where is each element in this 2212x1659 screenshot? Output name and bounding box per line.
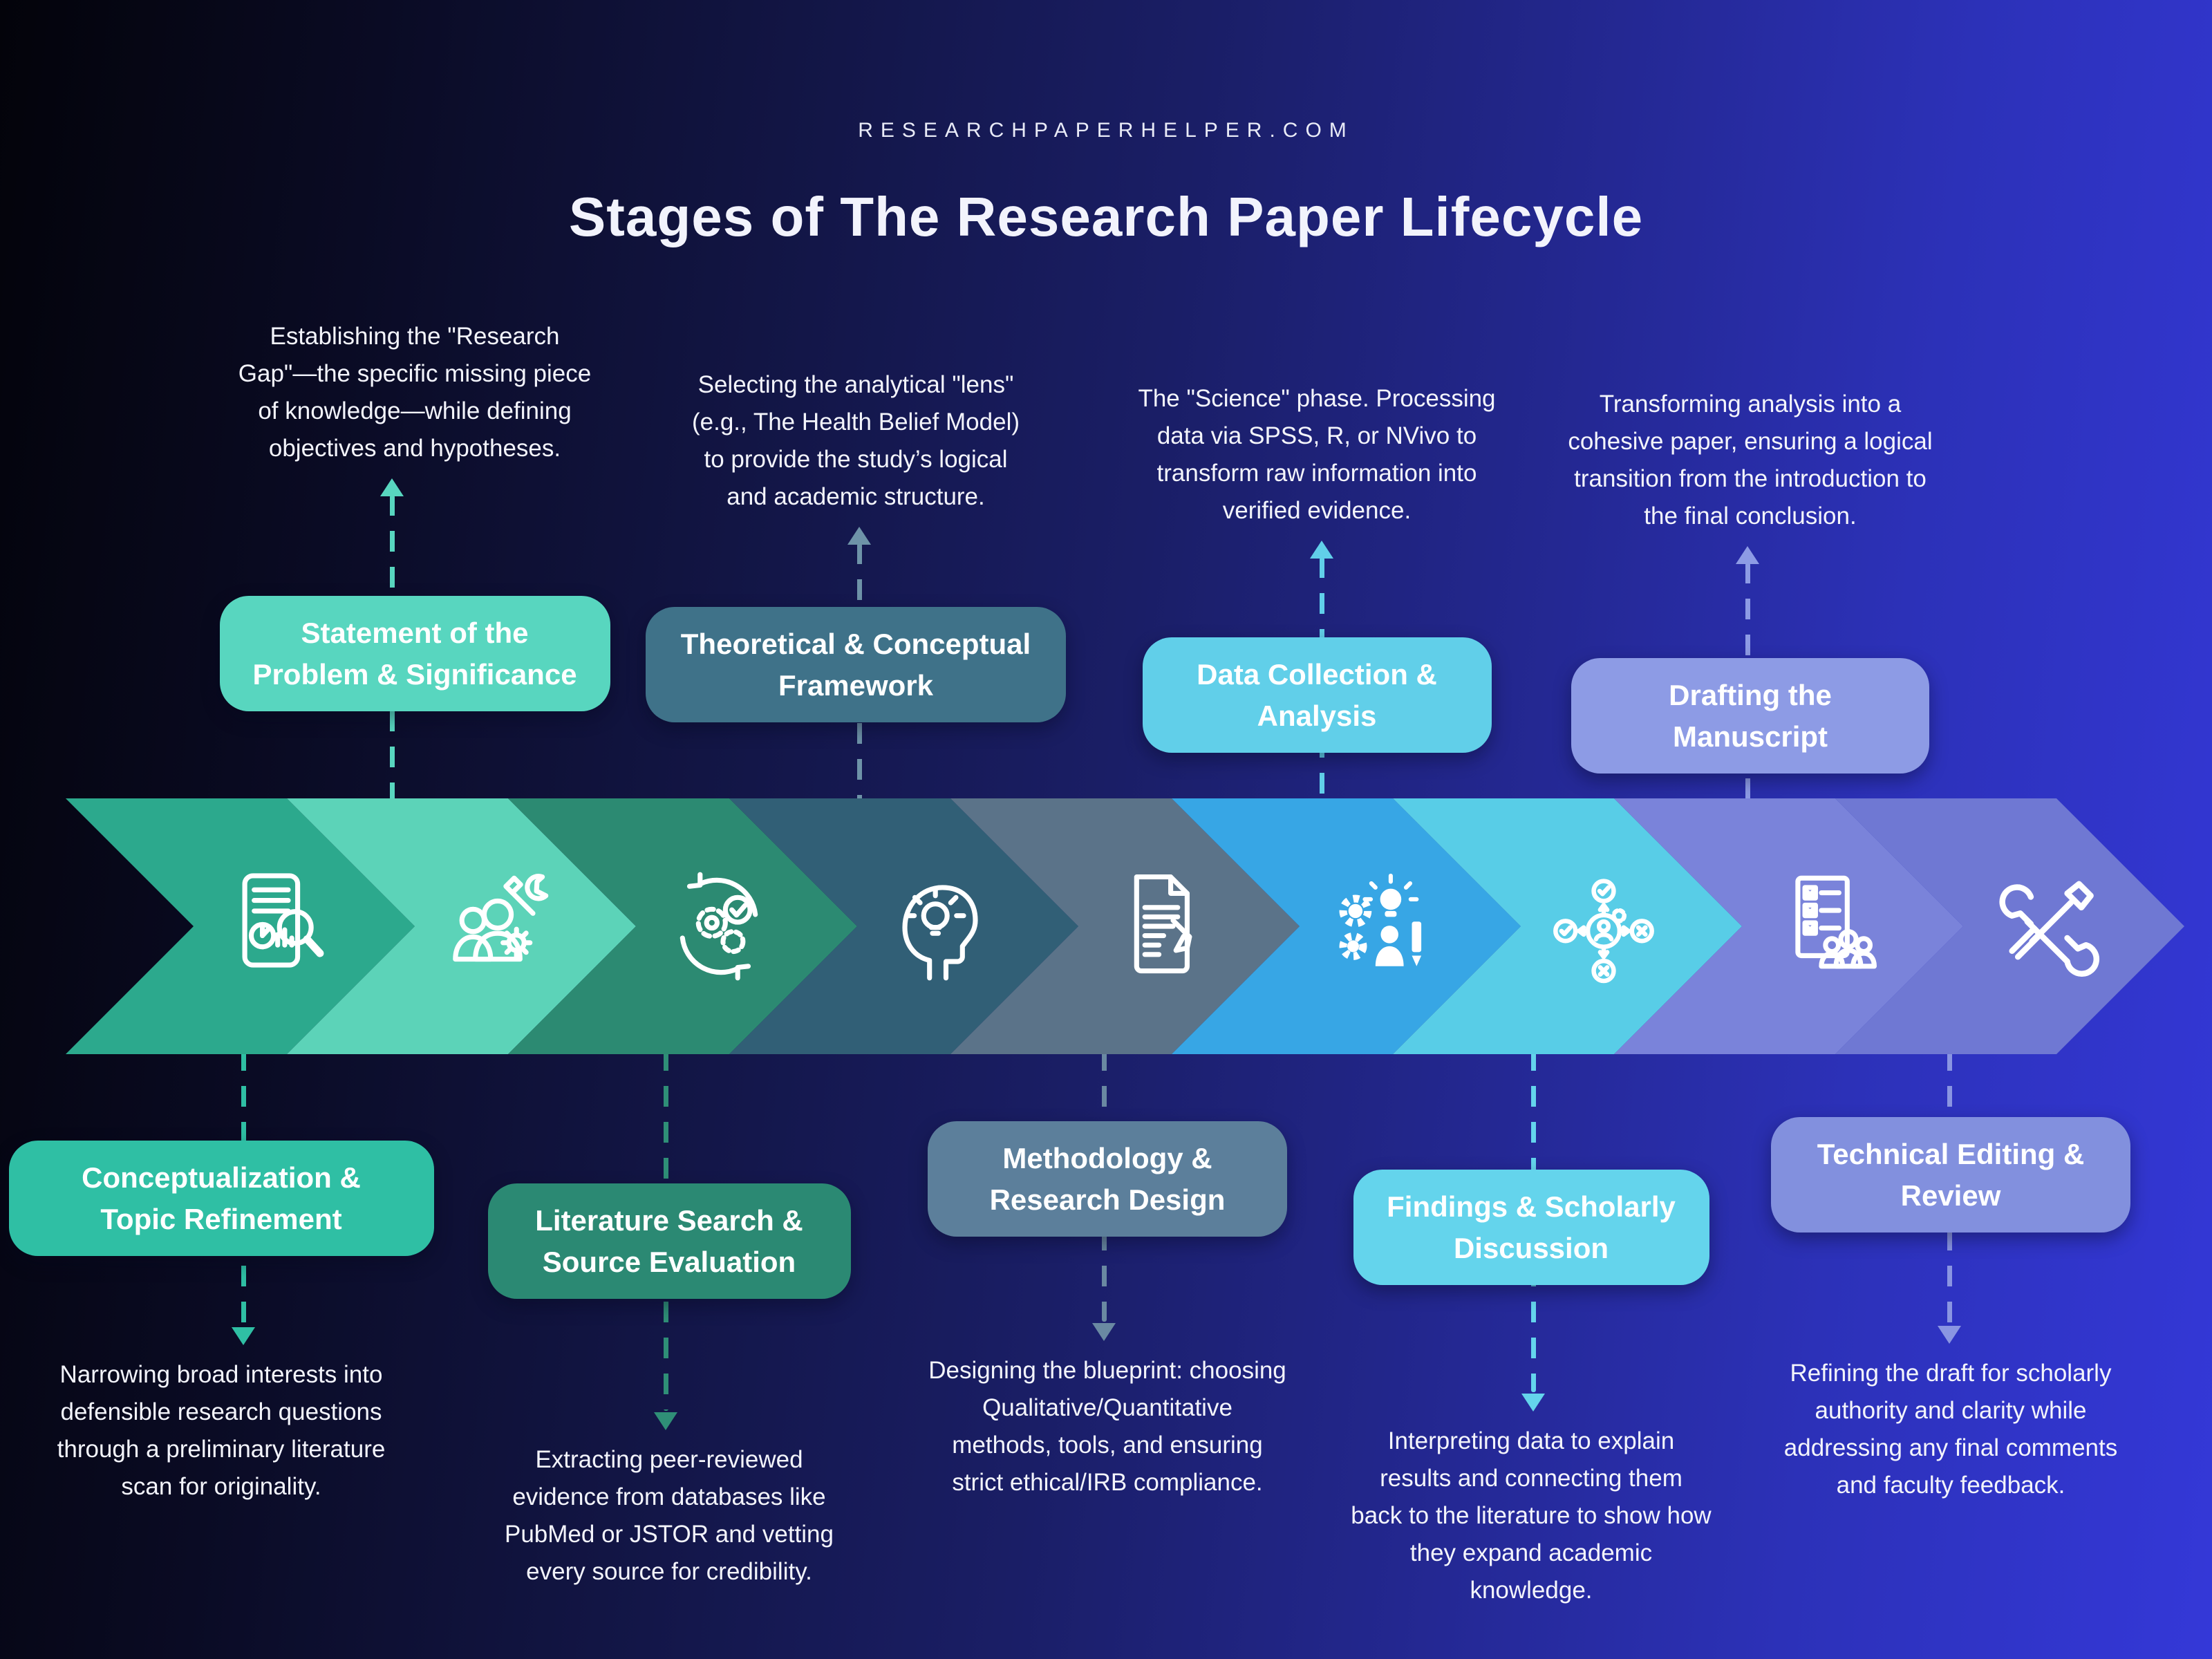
team-collaboration-icon bbox=[439, 868, 556, 985]
stage-pill: Findings & Scholarly Discussion bbox=[1353, 1170, 1709, 1286]
chevron-step-7 bbox=[1393, 798, 1742, 1054]
stage-description: Extracting peer-reviewed evidence from d… bbox=[505, 1446, 834, 1585]
connector-arrow-icon bbox=[1736, 546, 1759, 564]
document-chart-magnifier-icon bbox=[218, 868, 335, 985]
stage-description: Refining the draft for scholarly authori… bbox=[1783, 1360, 2118, 1499]
chevron-step-1 bbox=[66, 798, 415, 1054]
data-analysis-icon bbox=[1324, 868, 1441, 985]
site-name: RESEARCHPAPERHELPER.COM bbox=[858, 119, 1354, 142]
stage-label: Conceptualization & Topic Refinement bbox=[82, 1161, 361, 1235]
chevron-step-5 bbox=[950, 798, 1300, 1054]
decision-network-icon bbox=[1545, 868, 1662, 985]
connector-arrow-icon bbox=[1310, 541, 1333, 559]
stage-pill: Technical Editing & Review bbox=[1771, 1117, 2130, 1233]
stage-label: Literature Search & Source Evaluation bbox=[535, 1204, 803, 1278]
stage-description: Establishing the "Research Gap"—the spec… bbox=[238, 323, 592, 462]
chevron-step-3 bbox=[508, 798, 857, 1054]
page-title: Stages of The Research Paper Lifecycle bbox=[568, 186, 1644, 247]
stage-pill: Statement of the Problem & Significance bbox=[219, 596, 610, 712]
stage-description: Designing the blueprint: choosing Qualit… bbox=[928, 1357, 1286, 1496]
chevron-step-6 bbox=[1172, 798, 1521, 1054]
connector-arrow-icon bbox=[1938, 1326, 1961, 1344]
manuscript-pencil-icon bbox=[1103, 868, 1220, 985]
stage-label: Findings & Scholarly Discussion bbox=[1387, 1190, 1676, 1264]
chevron-step-8 bbox=[1614, 798, 1963, 1054]
stage-description: Transforming analysis into a cohesive pa… bbox=[1568, 391, 1933, 529]
process-gears-icon bbox=[660, 868, 778, 985]
connector-arrow-icon bbox=[1521, 1394, 1545, 1412]
connector-arrow-icon bbox=[232, 1327, 255, 1345]
crossed-tools-icon bbox=[1987, 868, 2105, 985]
stage-label: Methodology & Research Design bbox=[989, 1142, 1226, 1216]
stage-description: Interpreting data to explain results and… bbox=[1351, 1427, 1712, 1604]
stage-pill: Methodology & Research Design bbox=[928, 1121, 1287, 1237]
idea-head-icon bbox=[881, 868, 999, 985]
stage-pill: Data Collection & Analysis bbox=[1142, 637, 1492, 753]
stage-pill: Literature Search & Source Evaluation bbox=[487, 1183, 851, 1300]
review-checklist-icon bbox=[1766, 868, 1884, 985]
connector-arrow-icon bbox=[1092, 1323, 1116, 1341]
stage-description: The "Science" phase. Processing data via… bbox=[1138, 385, 1496, 524]
stage-label: Data Collection & Analysis bbox=[1197, 658, 1437, 732]
stage-label: Theoretical & Conceptual Framework bbox=[680, 628, 1031, 702]
stage-description: Selecting the analytical "lens" (e.g., T… bbox=[691, 371, 1020, 510]
stage-description: Narrowing broad interests into defensibl… bbox=[57, 1361, 386, 1500]
connector-arrow-icon bbox=[847, 527, 871, 545]
stage-label: Drafting the Manuscript bbox=[1669, 679, 1832, 753]
connector-arrow-icon bbox=[654, 1412, 677, 1430]
stage-pill: Drafting the Manuscript bbox=[1571, 658, 1929, 774]
stage-label: Technical Editing & Review bbox=[1817, 1138, 2085, 1212]
stage-pill: Theoretical & Conceptual Framework bbox=[646, 607, 1066, 723]
stage-label: Statement of the Problem & Significance bbox=[252, 617, 577, 691]
connector-arrow-icon bbox=[380, 478, 404, 496]
chevron-step-9 bbox=[1835, 798, 2184, 1054]
stage-pill: Conceptualization & Topic Refinement bbox=[8, 1141, 434, 1257]
